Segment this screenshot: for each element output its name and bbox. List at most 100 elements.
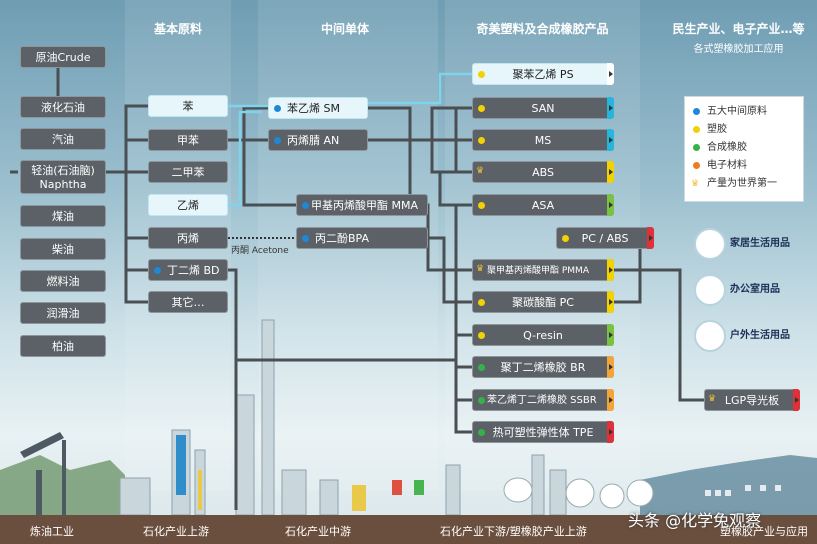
blue-dot-icon (693, 108, 700, 115)
yellow-dot-icon (478, 105, 485, 112)
product-abs-node[interactable]: ♛ABS (472, 161, 614, 183)
legend-item-world-first: ♛ 产量为世界第一 (691, 175, 795, 193)
product-ssbr-label: 苯乙烯丁二烯橡胶 SSBR (487, 395, 597, 406)
product-br-label: 聚丁二烯橡胶 BR (500, 361, 586, 374)
footer-applications: 塑橡胶产业与应用 (720, 525, 808, 538)
legend-item-rubber: 合成橡胶 (693, 139, 795, 157)
refinery-kerosene-node[interactable]: 煤油 (20, 205, 106, 227)
footer-downstream: 石化产业下游/塑橡胶产业上游 (440, 525, 587, 538)
green-dot-icon (693, 144, 700, 151)
basic-ethylene-node[interactable]: 乙烯 (148, 194, 228, 216)
footer-midstream: 石化产业中游 (285, 525, 351, 538)
app-office[interactable]: 办公室用品 (694, 274, 804, 306)
expand-arrow-icon[interactable] (793, 389, 800, 411)
basic-propylene-node[interactable]: 丙烯 (148, 227, 228, 249)
expand-arrow-icon[interactable] (607, 259, 614, 281)
blue-dot-icon (154, 267, 161, 274)
app-outdoor[interactable]: 户外生活用品 (694, 320, 804, 352)
legend-label: 电子材料 (707, 160, 747, 171)
header-applications-sub: 各式塑橡胶加工应用 (693, 44, 784, 55)
blue-dot-icon (302, 202, 309, 209)
household-icon (694, 228, 726, 260)
basic-toluene-node[interactable]: 甲苯 (148, 129, 228, 151)
basic-butadiene-label: 丁二烯 BD (167, 264, 220, 277)
refinery-asphalt-node[interactable]: 柏油 (20, 335, 106, 357)
refinery-diesel-node[interactable]: 柴油 (20, 238, 106, 260)
legend-item-electronic: 电子材料 (693, 157, 795, 175)
expand-arrow-icon[interactable] (607, 63, 614, 85)
blue-dot-icon (274, 105, 281, 112)
product-ps-label: 聚苯乙烯 PS (512, 68, 574, 81)
basic-butadiene-node[interactable]: 丁二烯 BD (148, 259, 228, 281)
product-pc-abs-node[interactable]: PC / ABS (556, 227, 654, 249)
product-pc-label: 聚碳酸酯 PC (512, 296, 574, 309)
app-outdoor-label: 户外生活用品 (730, 330, 790, 341)
app-household-label: 家居生活用品 (730, 238, 790, 249)
footer-refining: 炼油工业 (30, 525, 74, 538)
yellow-dot-icon (562, 235, 569, 242)
crude-oil-node[interactable]: 原油Crude (20, 46, 106, 68)
expand-arrow-icon[interactable] (607, 97, 614, 119)
product-pc-node[interactable]: 聚碳酸酯 PC (472, 291, 614, 313)
legend-box: 五大中间原料 塑胶 合成橡胶 电子材料 ♛产量为世界第一 (684, 96, 804, 202)
legend-item-plastics: 塑胶 (693, 121, 795, 139)
product-q-resin-node[interactable]: Q-resin (472, 324, 614, 346)
legend-label: 产量为世界第一 (707, 178, 777, 189)
green-dot-icon (478, 397, 485, 404)
product-asa-node[interactable]: ASA (472, 194, 614, 216)
expand-arrow-icon[interactable] (607, 324, 614, 346)
header-intermediate-monomers: 中间单体 (320, 22, 369, 36)
yellow-dot-icon (478, 137, 485, 144)
basic-xylene-node[interactable]: 二甲苯 (148, 161, 228, 183)
product-asa-label: ASA (531, 199, 555, 212)
refinery-gasoline-node[interactable]: 汽油 (20, 128, 106, 150)
product-abs-label: ABS (532, 166, 554, 179)
crown-icon: ♛ (691, 179, 700, 189)
refinery-lpg-node[interactable]: 液化石油 (20, 96, 106, 118)
refinery-naphtha-node[interactable]: 轻油(石油脑) Naphtha (20, 160, 106, 194)
product-ms-node[interactable]: MS (472, 129, 614, 151)
product-ssbr-node[interactable]: 苯乙烯丁二烯橡胶 SSBR (472, 389, 614, 411)
product-tpe-node[interactable]: 热可塑性弹性体 TPE (472, 421, 614, 443)
expand-arrow-icon[interactable] (607, 161, 614, 183)
product-pmma-node[interactable]: ♛聚甲基丙烯酸甲酯 PMMA (472, 259, 614, 281)
monomer-sm-label: 苯乙烯 SM (287, 102, 340, 115)
product-tpe-label: 热可塑性弹性体 TPE (492, 426, 594, 439)
expand-arrow-icon[interactable] (607, 421, 614, 443)
product-san-node[interactable]: SAN (472, 97, 614, 119)
header-products: 奇美塑料及合成橡胶产品 (476, 22, 609, 36)
expand-arrow-icon[interactable] (607, 291, 614, 313)
expand-arrow-icon[interactable] (647, 227, 654, 249)
product-ps-node[interactable]: 聚苯乙烯 PS (472, 63, 614, 85)
app-household[interactable]: 家居生活用品 (694, 228, 804, 260)
legend-label: 塑胶 (707, 124, 727, 135)
monomer-mma-node[interactable]: 甲基丙烯酸甲酯 MMA (296, 194, 428, 216)
monomer-bpa-label: 丙二酚BPA (315, 232, 370, 245)
blue-dot-icon (302, 235, 309, 242)
footer-bar (0, 515, 817, 544)
product-san-label: SAN (531, 102, 555, 115)
refinery-fuel-oil-node[interactable]: 燃料油 (20, 270, 106, 292)
crown-icon: ♛ (708, 394, 717, 404)
expand-arrow-icon[interactable] (607, 356, 614, 378)
basic-benzene-node[interactable]: 苯 (148, 95, 228, 117)
product-br-node[interactable]: 聚丁二烯橡胶 BR (472, 356, 614, 378)
yellow-dot-icon (478, 71, 485, 78)
refinery-lubricant-node[interactable]: 润滑油 (20, 302, 106, 324)
acetone-label: 丙酮 Acetone (231, 246, 289, 256)
expand-arrow-icon[interactable] (607, 194, 614, 216)
watermark: 头条 @化学兔观察 (628, 511, 762, 530)
green-dot-icon (478, 364, 485, 371)
monomer-sm-node[interactable]: 苯乙烯 SM (268, 97, 368, 119)
lgp-node[interactable]: ♛LGP导光板 (704, 389, 800, 411)
expand-arrow-icon[interactable] (607, 129, 614, 151)
basic-others-node[interactable]: 其它… (148, 291, 228, 313)
product-pc-abs-label: PC / ABS (581, 232, 629, 245)
monomer-mma-label: 甲基丙烯酸甲酯 MMA (311, 199, 419, 212)
monomer-an-node[interactable]: 丙烯腈 AN (268, 129, 368, 151)
office-icon (694, 274, 726, 306)
monomer-bpa-node[interactable]: 丙二酚BPA (296, 227, 428, 249)
expand-arrow-icon[interactable] (607, 389, 614, 411)
